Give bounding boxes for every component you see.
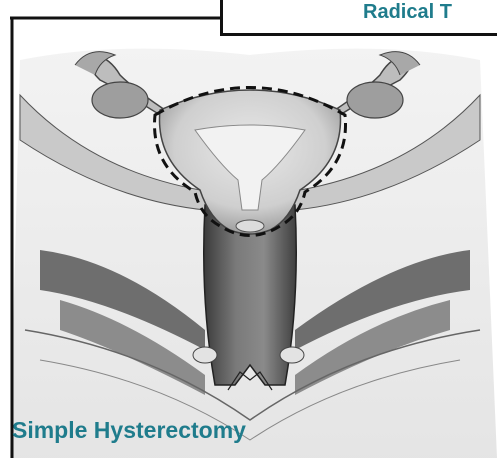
- ovary-left: [92, 82, 148, 118]
- gland-right: [280, 347, 304, 363]
- ovary-right: [347, 82, 403, 118]
- panel-caption: Simple Hysterectomy: [12, 417, 209, 444]
- adjacent-panel-caption: Radical T: [363, 1, 452, 24]
- adjacent-panel-tab: Radical T: [220, 0, 497, 36]
- gland-left: [193, 347, 217, 363]
- cervix: [236, 220, 264, 232]
